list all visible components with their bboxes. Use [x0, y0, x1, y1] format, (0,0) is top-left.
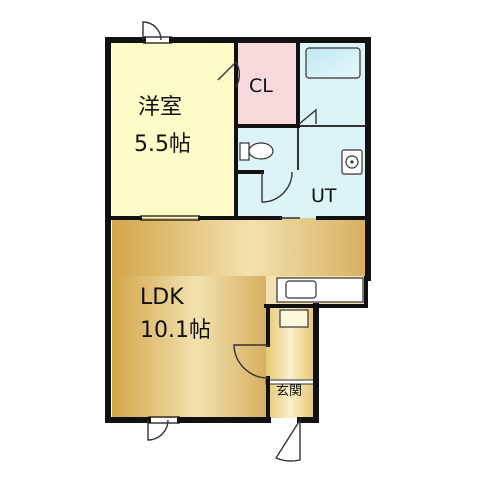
entrance-to-ldk-door	[233, 344, 269, 379]
toilet-bowl	[248, 142, 274, 160]
doors	[142, 21, 317, 462]
windows	[140, 36, 200, 424]
ldk-floor	[112, 218, 366, 276]
western-room-floor	[112, 42, 236, 218]
interior-walls	[108, 38, 368, 422]
toilet-tank	[239, 142, 250, 161]
closet-door	[217, 61, 240, 88]
bathtub	[305, 47, 361, 79]
kitchen-sink	[285, 280, 317, 299]
ldk-floor-lower	[112, 276, 266, 418]
entrance-step	[265, 379, 315, 385]
front-door	[274, 417, 301, 462]
shoe-box	[279, 309, 309, 328]
toilet-door	[261, 171, 293, 203]
balcony-door	[142, 21, 162, 41]
south-door	[147, 419, 169, 441]
closet-floor	[236, 42, 298, 126]
washbasin-drain-center	[350, 160, 354, 164]
utility-door	[298, 108, 317, 125]
washbasin-drain	[345, 155, 359, 169]
